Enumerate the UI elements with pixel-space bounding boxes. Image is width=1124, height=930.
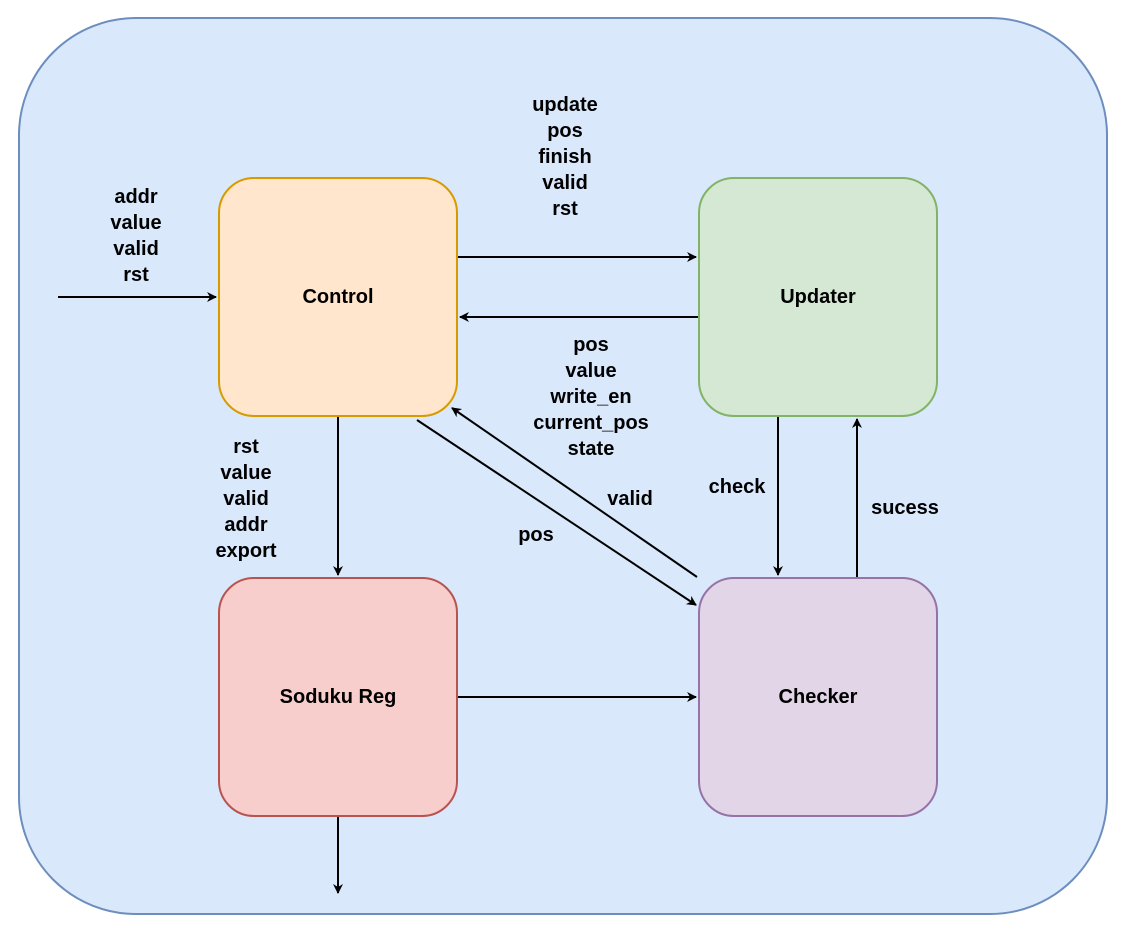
signal-label: pos	[547, 120, 583, 142]
control-to-checker-arrow	[416, 419, 697, 606]
signal-label: rst	[552, 198, 578, 220]
updater-to-checker-label: check	[708, 476, 766, 498]
signal-label: rst	[123, 264, 149, 286]
signal-label: valid	[542, 172, 588, 194]
signal-label: value	[220, 462, 272, 484]
signal-label: addr	[114, 186, 158, 208]
signal-label: rst	[233, 436, 259, 458]
signal-label: export	[215, 540, 277, 562]
signal-label: finish	[538, 146, 592, 168]
control-to-updater-labels: update pos finish valid rst	[515, 92, 615, 222]
checker-to-updater-label: sucess	[871, 497, 939, 519]
signal-label: valid	[223, 488, 269, 510]
soduku-reg-label: Soduku Reg	[279, 685, 397, 708]
signal-label: write_en	[550, 386, 632, 408]
soduku-reg-block[interactable]: Soduku Reg	[218, 577, 458, 817]
signal-label: value	[565, 360, 617, 382]
control-to-checker-label: pos	[518, 524, 554, 546]
updater-label: Updater	[780, 285, 856, 308]
checker-block[interactable]: Checker	[698, 577, 938, 817]
signal-label: valid	[113, 238, 159, 260]
signal-label: update	[532, 94, 598, 116]
updater-to-control-labels: pos value write_en current_pos state	[516, 332, 666, 462]
control-to-reg-labels: rst value valid addr export	[196, 434, 296, 564]
checker-to-control-label: valid	[607, 488, 653, 510]
signal-label: pos	[573, 334, 609, 356]
control-label: Control	[302, 285, 374, 308]
updater-block[interactable]: Updater	[698, 177, 938, 417]
checker-to-control-arrow	[451, 407, 698, 578]
input-signal-labels: addr value valid rst	[96, 184, 176, 288]
control-block[interactable]: Control	[218, 177, 458, 417]
checker-label: Checker	[778, 685, 858, 708]
signal-label: addr	[224, 514, 268, 536]
signal-label: current_pos	[533, 412, 649, 434]
signal-label: state	[567, 438, 615, 460]
signal-label: value	[110, 212, 162, 234]
